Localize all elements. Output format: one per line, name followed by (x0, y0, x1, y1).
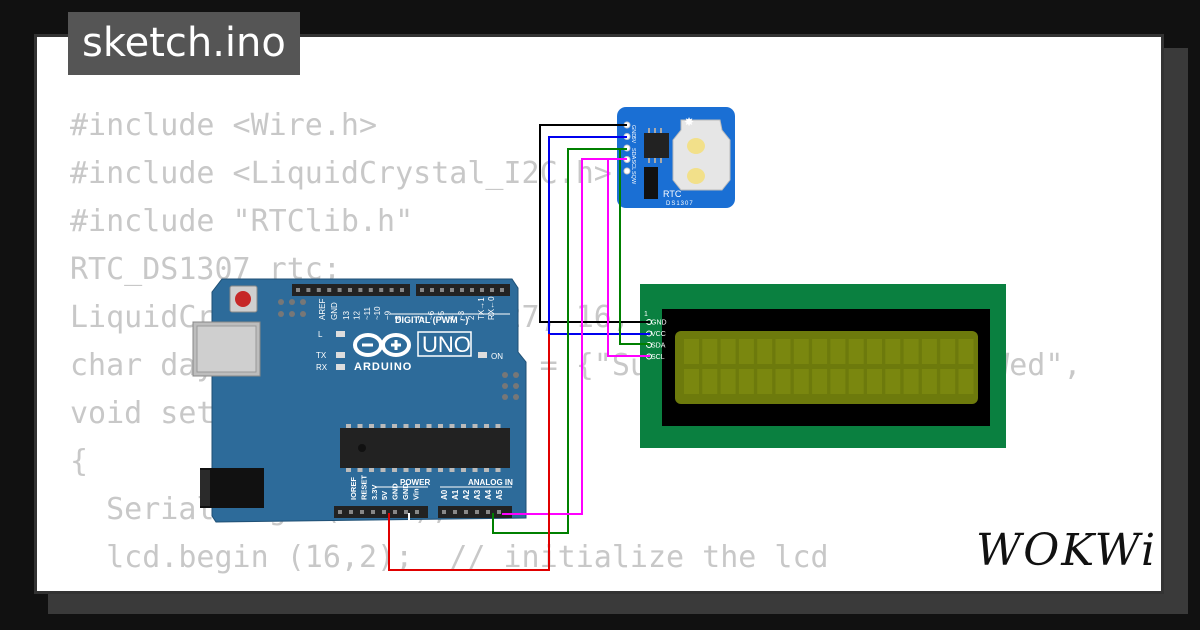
pin-label-digital: ~3 (457, 310, 466, 320)
rtc-pin-label: 5V (630, 137, 636, 144)
adafruit-star-icon: ✸ (684, 115, 694, 129)
uno-model-label: UNO (422, 332, 471, 357)
lcd-pin-label: VCC (651, 331, 666, 338)
icsp-header-right (500, 370, 522, 403)
atmega-chip (340, 428, 510, 468)
pin-label-digital: 12 (352, 311, 361, 320)
led-rx (336, 364, 345, 370)
pin-label-digital: ~11 (363, 306, 372, 320)
rtc-pin-label: SQW (630, 171, 636, 185)
led-on (478, 352, 487, 358)
pin-label-analog: A5 (495, 489, 504, 500)
pin-label-analog: A0 (440, 489, 449, 500)
code-line: #include "RTClib.h" (70, 204, 414, 239)
pin-label-analog: A4 (484, 489, 493, 500)
pin-label-power: GND (391, 483, 400, 500)
arduino-infinity-logo (353, 333, 411, 357)
wires (388, 124, 650, 571)
led-label-l: L (318, 330, 323, 339)
arduino-brand-label: ARDUINO (354, 361, 412, 373)
power-jack (200, 468, 264, 508)
wire-sda[interactable] (492, 148, 627, 534)
code-line: { (70, 444, 89, 479)
lcd-pin-label: SDA (651, 343, 666, 350)
wire-sda-lcd[interactable] (619, 148, 650, 345)
pin-label-digital: ~5 (437, 310, 446, 320)
pin-label-digital: 4 (447, 315, 456, 320)
pin-label-digital: RX←0 (487, 296, 496, 320)
rtc-battery-holder (672, 119, 731, 191)
pin-label-digital: 8 (394, 315, 403, 320)
wire-vcc[interactable] (548, 136, 650, 335)
pin-label-digital: 2 (467, 315, 476, 320)
lcd-pin-one-marker: 1 (644, 311, 648, 318)
rtc-pin-label: GND (630, 125, 636, 137)
pin-label-gnd-top: GND (330, 302, 339, 320)
pin-label-power: IOREF (349, 477, 358, 500)
rtc-pin[interactable] (623, 167, 631, 175)
lcd-pin-label: SCL (651, 354, 665, 361)
pin-label-power: RESET (359, 475, 368, 500)
pin-label-analog: A2 (462, 489, 471, 500)
pin-label-analog: A1 (451, 489, 460, 500)
pin-label-aref: AREF (318, 299, 327, 320)
pin-label-power: 3.3V (370, 485, 379, 500)
pin-label-digital: ~10 (373, 306, 382, 320)
pin-label-digital: TX→1 (477, 297, 486, 320)
led-tx (336, 352, 345, 358)
digital-pwm-label: DIGITAL (PWM ~) (395, 315, 468, 325)
pin-label-digital: 7 (417, 315, 426, 320)
led-label-on: ON (491, 352, 503, 361)
pin-label-digital: 13 (342, 311, 351, 320)
lcd-1602-module[interactable]: 1 GND VCC SDA SCL (640, 284, 1006, 448)
rtc-crystal (644, 167, 658, 199)
reset-button-cap (235, 291, 251, 307)
rtc-label: RTC (663, 189, 682, 199)
wire-scl-lcd[interactable] (607, 158, 650, 357)
pin-label-power: Vin (411, 488, 420, 500)
pin-label-digital: ~6 (427, 310, 436, 320)
code-line: lcd.backlight();//To Power ON the back l… (70, 582, 1081, 591)
uno-badge (417, 331, 472, 357)
rtc-pin-label: SCL (630, 160, 636, 171)
lcd-pin-label: GND (651, 320, 667, 327)
power-section-label: POWER (400, 478, 430, 487)
rtc-battery-contact-top (687, 138, 705, 154)
wire-scl[interactable] (502, 158, 627, 515)
power-header[interactable] (334, 506, 428, 518)
analog-section-label: ANALOG IN (468, 478, 513, 487)
pin-label-power: 5V (380, 491, 389, 500)
icsp-header-top (278, 299, 306, 317)
pin-label-power: GND (401, 483, 410, 500)
pin-label-digital: ~9 (384, 310, 393, 320)
wire-5v[interactable] (388, 334, 550, 571)
rtc-battery-contact-bottom (687, 168, 705, 184)
pin-label-analog: A3 (473, 489, 482, 500)
sketch-filename-tab[interactable]: sketch.ino (68, 12, 300, 75)
led-label-rx: RX (316, 363, 328, 372)
led-l (336, 331, 345, 337)
code-line: #include <Wire.h> (70, 108, 378, 143)
rtc-chip-label: DS1307 (666, 201, 694, 207)
rtc-pin-label: SDA (630, 148, 636, 160)
wokwi-logo: WOKWi (976, 525, 1158, 576)
rtc-ds1307-chip (644, 133, 669, 158)
wire-gnd[interactable] (539, 124, 650, 323)
led-label-tx: TX (316, 351, 327, 360)
